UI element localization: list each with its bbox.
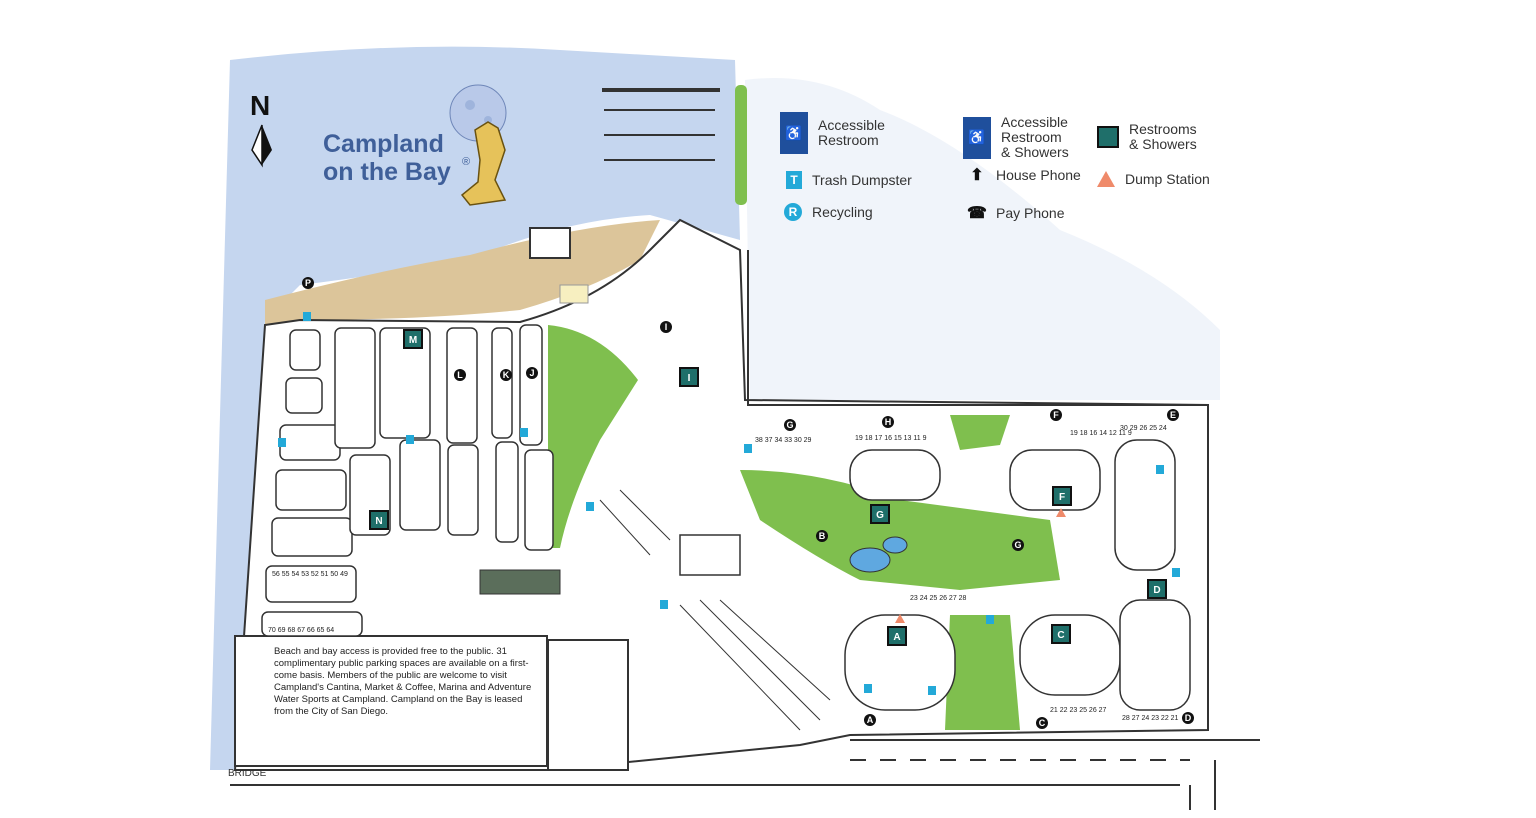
legend-dump-station: Dump Station <box>1097 171 1210 187</box>
jetty-grass <box>735 85 747 205</box>
north-arrow <box>251 124 272 168</box>
legend-accessible-restroom: ♿ Accessible Restroom <box>780 112 885 154</box>
marina-dock <box>602 88 720 161</box>
svg-text:F: F <box>1059 492 1065 503</box>
legend-recycling-label: Recycling <box>812 203 873 220</box>
bridge-label: BRIDGE <box>228 768 267 779</box>
grass-north-loop <box>950 415 1010 450</box>
legend-accessible-restroom-showers: ♿ Accessible Restroom & Showers <box>963 115 1069 160</box>
svg-text:28 27 24 23 22 21: 28 27 24 23 22 21 <box>1122 715 1179 722</box>
grass-loop-center <box>945 615 1020 730</box>
svg-text:I: I <box>688 373 691 384</box>
dump-station-icon <box>1097 171 1115 187</box>
svg-text:J: J <box>529 368 534 378</box>
svg-text:G: G <box>786 420 793 430</box>
entrance-road <box>230 739 1260 810</box>
grass-central <box>548 325 638 548</box>
trash-markers <box>278 312 1180 695</box>
legend-accessible-restroom-label: Accessible Restroom <box>818 117 885 148</box>
legend-restrooms-showers: Restrooms & Showers <box>1097 122 1197 152</box>
public-access-note: Beach and bay access is provided free to… <box>274 646 532 717</box>
legend-accessible-restroom-showers-label: Accessible Restroom & Showers <box>1001 114 1069 160</box>
svg-text:D: D <box>1153 585 1160 596</box>
beach-shelter <box>559 284 589 304</box>
svg-text:D: D <box>1185 713 1192 723</box>
grass-main-lawn <box>740 470 1060 590</box>
legend-house-phone-label: House Phone <box>996 167 1081 183</box>
svg-text:E: E <box>1170 410 1176 420</box>
svg-text:A: A <box>893 632 900 643</box>
svg-text:70 69 68 67 66 65 64: 70 69 68 67 66 65 64 <box>268 627 334 634</box>
bay-water <box>210 46 740 770</box>
accessible-icon: ♿ <box>780 112 808 154</box>
bay-water-east <box>745 78 1220 400</box>
svg-text:I: I <box>665 322 668 332</box>
area-markers: P L K J I H F E D C A B G G <box>302 277 1194 729</box>
site-numbers: 19 18 17 16 15 13 11 9 19 18 16 14 12 11… <box>268 425 1179 722</box>
north-label: N <box>250 90 271 121</box>
svg-text:A: A <box>867 715 874 725</box>
brand-logo <box>449 84 507 206</box>
svg-text:21 22 23 25 26 27: 21 22 23 25 26 27 <box>1050 707 1107 714</box>
svg-text:G: G <box>876 510 884 521</box>
svg-text:L: L <box>457 370 463 380</box>
sport-court <box>479 569 561 595</box>
legend-recycling: R Recycling <box>784 203 873 221</box>
legend-trash-label: Trash Dumpster <box>812 171 912 188</box>
svg-text:K: K <box>503 370 510 380</box>
svg-text:19 18 17 16 15 13 11 9: 19 18 17 16 15 13 11 9 <box>855 435 927 442</box>
svg-text:B: B <box>819 531 826 541</box>
swimming-pool <box>849 547 891 573</box>
spa-pool <box>882 536 908 554</box>
svg-text:C: C <box>1039 718 1046 728</box>
svg-text:23 24 25 26 27 28: 23 24 25 26 27 28 <box>910 595 967 602</box>
east-shoreline <box>747 250 1208 406</box>
legend-dump-station-label: Dump Station <box>1125 170 1210 187</box>
restroom-buildings: M N I G F D C A <box>369 329 1167 646</box>
accessible-icon: ♿ <box>963 116 991 159</box>
svg-text:M: M <box>409 335 417 346</box>
legend-pay-phone-label: Pay Phone <box>996 205 1065 221</box>
svg-text:H: H <box>885 417 892 427</box>
brand-line2: on the Bay <box>323 158 451 186</box>
pay-phone-icon: ☎ <box>967 205 987 222</box>
svg-text:C: C <box>1057 630 1064 641</box>
svg-text:G: G <box>1014 540 1021 550</box>
legend-trash: T Trash Dumpster <box>786 171 912 189</box>
svg-text:38 37 34 33 30 29: 38 37 34 33 30 29 <box>755 437 812 444</box>
svg-text:F: F <box>1053 410 1059 420</box>
dump-stations <box>895 508 1066 623</box>
svg-text:19 18 16 14 12 11 9: 19 18 16 14 12 11 9 <box>1070 430 1132 437</box>
svg-text:N: N <box>375 516 382 527</box>
restroom-icon <box>1097 126 1119 148</box>
brand-line1: Campland <box>323 130 444 158</box>
svg-text:30 29 26 25 24: 30 29 26 25 24 <box>1120 425 1167 432</box>
parking-rows <box>599 489 831 731</box>
area-P: P <box>305 278 311 288</box>
legend-house-phone: ⬆ House Phone <box>968 167 1081 184</box>
svg-text:56 55 54 53 52 51 50 49: 56 55 54 53 52 51 50 49 <box>272 571 348 578</box>
swim-platform <box>529 227 571 259</box>
brand-registered-mark: ® <box>462 156 471 168</box>
info-box <box>234 635 548 767</box>
legend-pay-phone: ☎ Pay Phone <box>967 205 1065 222</box>
brand-title: Campland on the Bay <box>323 130 451 186</box>
recycling-icon: R <box>784 203 802 221</box>
lot-south <box>547 639 629 771</box>
legend-restrooms-showers-label: Restrooms & Showers <box>1129 121 1197 152</box>
house-phone-icon: ⬆ <box>970 167 984 184</box>
trash-icon: T <box>786 171 802 189</box>
site-blocks-west <box>261 324 554 637</box>
